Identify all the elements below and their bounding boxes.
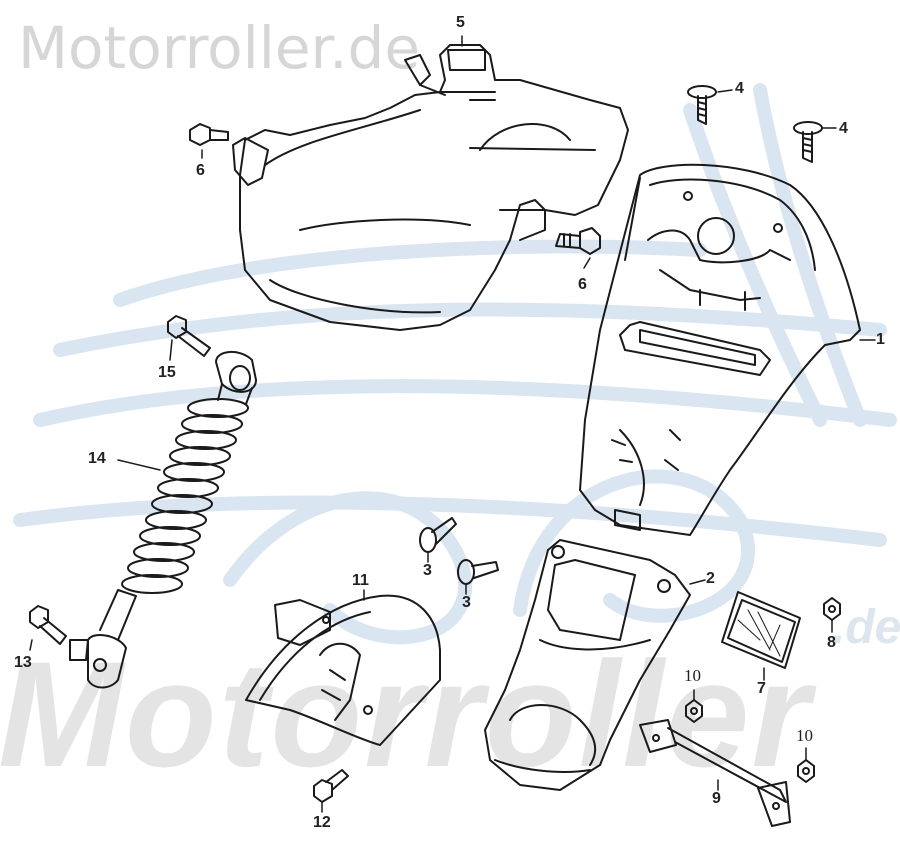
part-6-bolt-right bbox=[555, 227, 601, 255]
watermark-bottom: Motorroller bbox=[0, 630, 812, 798]
part-12-bolt bbox=[313, 769, 349, 803]
callout-13: 13 bbox=[14, 654, 32, 671]
callout-3a: 3 bbox=[423, 562, 432, 579]
part-6-bolt-left bbox=[189, 123, 229, 146]
part-3-screw-a bbox=[419, 517, 457, 553]
callout-10b: 10 bbox=[796, 726, 813, 745]
callout-10a: 10 bbox=[684, 666, 701, 685]
part-10-nut-a bbox=[685, 699, 703, 723]
callout-6a: 6 bbox=[196, 162, 205, 179]
part-3-screw-b bbox=[457, 559, 499, 585]
part-2-rear-fender bbox=[484, 539, 691, 791]
part-10-nut-b bbox=[797, 759, 815, 783]
part-14-shock-absorber bbox=[69, 351, 257, 689]
callout-1: 1 bbox=[876, 331, 885, 348]
callout-11: 11 bbox=[352, 572, 369, 589]
callout-6b: 6 bbox=[578, 276, 587, 293]
watermark-bottom-suffix: .de bbox=[832, 601, 900, 654]
leader-lines bbox=[29, 35, 876, 813]
part-9-bracket bbox=[639, 719, 791, 827]
part-11-inner-fender bbox=[245, 594, 441, 746]
part-1-rear-cowl bbox=[579, 163, 861, 536]
part-4-screw-a bbox=[687, 85, 717, 125]
callout-5: 5 bbox=[456, 14, 465, 31]
callout-12: 12 bbox=[313, 814, 331, 831]
part-5-tank bbox=[232, 44, 629, 331]
callout-7: 7 bbox=[757, 680, 766, 697]
callout-4a: 4 bbox=[735, 80, 744, 97]
callout-8: 8 bbox=[827, 634, 836, 651]
part-7-reflector bbox=[721, 591, 801, 669]
callout-15: 15 bbox=[158, 364, 176, 381]
part-15-bolt bbox=[167, 315, 211, 357]
callout-3b: 3 bbox=[462, 594, 471, 611]
part-8-nut bbox=[823, 597, 841, 621]
part-13-bolt bbox=[29, 605, 67, 645]
callout-4b: 4 bbox=[839, 120, 848, 137]
callout-14: 14 bbox=[88, 450, 106, 467]
callout-9: 9 bbox=[712, 790, 721, 807]
watermark-top: Motorroller.de bbox=[18, 14, 421, 82]
part-4-screw-b bbox=[793, 121, 823, 163]
callout-2: 2 bbox=[706, 570, 715, 587]
